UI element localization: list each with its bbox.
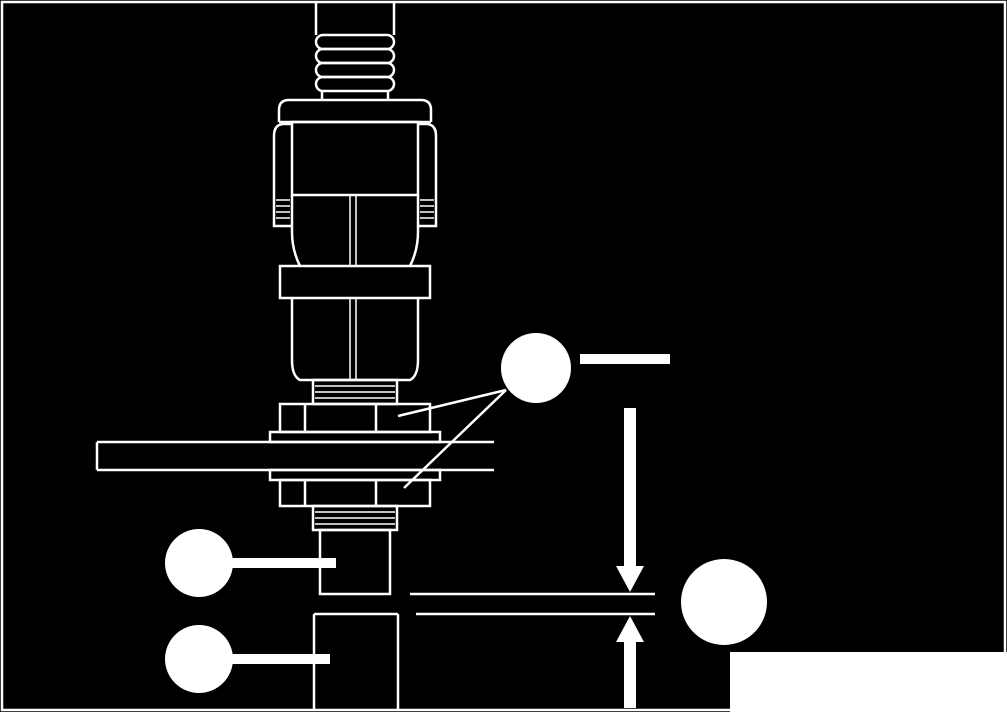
connector-plug [272,98,438,267]
latch-grip-left [276,199,290,219]
mounting-bracket [95,440,494,472]
sensor-cable [314,2,396,35]
corner-block [730,652,1007,712]
lower-thread [311,504,399,532]
callout-sensor-tip [165,529,336,597]
upper-lock-nut [278,402,432,434]
callout-target-wheel [165,625,330,693]
callout-lock-nuts [397,333,670,489]
connector-collar [278,264,432,300]
air-gap-dimension [410,408,655,708]
upper-washer [268,430,442,444]
callout-air-gap [681,559,767,645]
strain-relief-coil [314,33,396,101]
latch-grip-right [420,199,434,219]
upper-thread [311,378,399,406]
sensor-body [290,298,420,382]
